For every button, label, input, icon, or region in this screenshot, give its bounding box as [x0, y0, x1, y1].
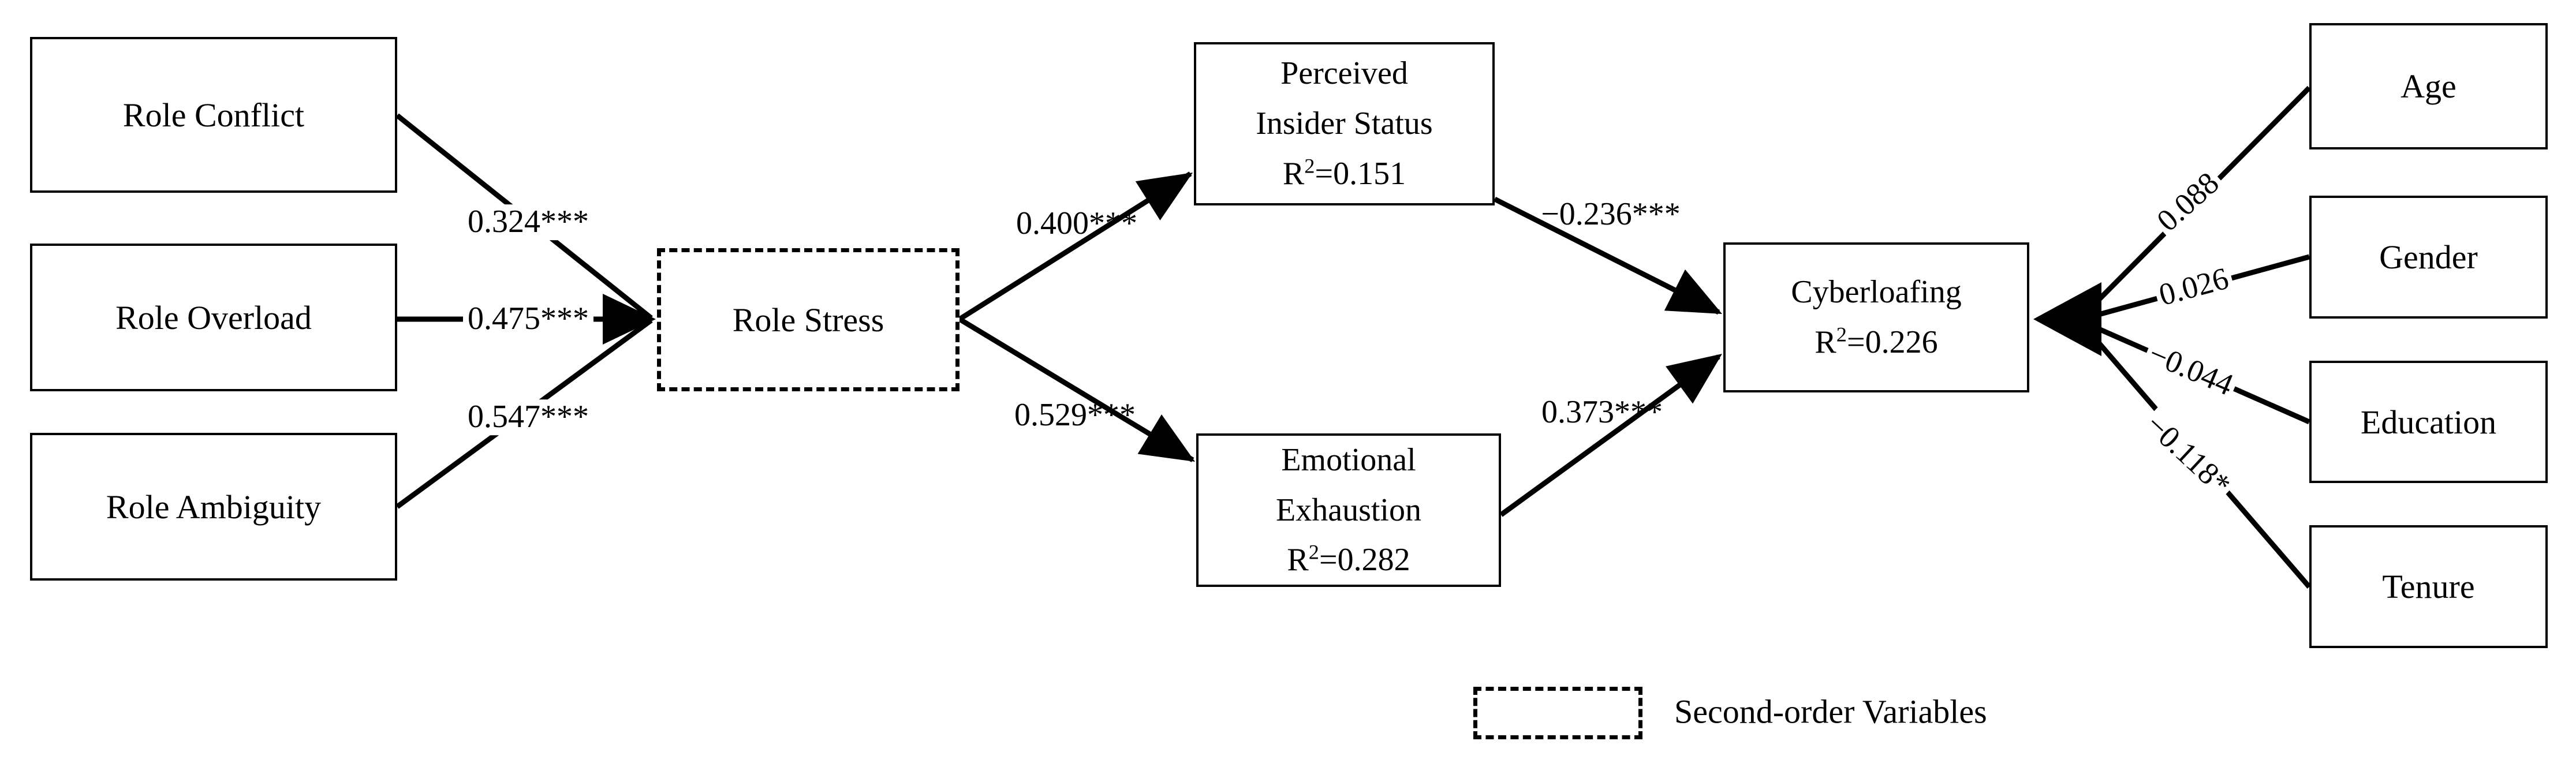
coef-role-overload-to-role-stress: 0.475*** — [463, 301, 593, 337]
arrowhead-into-perceived-insider-status — [1135, 173, 1193, 220]
box-role-ambiguity-label: Role Ambiguity — [106, 488, 322, 526]
box-gender-label: Gender — [2379, 238, 2478, 276]
legend-dashed-box-swatch — [1473, 687, 1642, 739]
box-role-stress: Role Stress — [657, 248, 960, 391]
box-role-overload-label: Role Overload — [115, 298, 312, 336]
box-tenure: Tenure — [2309, 525, 2548, 648]
box-education: Education — [2309, 361, 2548, 483]
arrowhead-into-cyberloafing-upper — [1664, 269, 1722, 314]
box-emotional-exhaustion-line1: Emotional — [1281, 442, 1416, 478]
arrowhead-into-emotional-exhaustion — [1137, 414, 1195, 462]
box-role-ambiguity: Role Ambiguity — [30, 433, 397, 581]
coef-role-stress-to-perceived-insider-status: 0.400*** — [1016, 205, 1137, 242]
box-emotional-exhaustion-r2: R2=0.282 — [1287, 540, 1410, 578]
box-age-label: Age — [2400, 68, 2456, 105]
box-tenure-label: Tenure — [2382, 568, 2475, 605]
box-emotional-exhaustion-line2: Exhaustion — [1276, 492, 1421, 528]
box-age: Age — [2309, 23, 2548, 149]
box-cyberloafing: Cyberloafing R2=0.226 — [1723, 242, 2029, 392]
arrowhead-into-role-stress — [603, 294, 656, 345]
box-perceived-insider-status-line1: Perceived — [1280, 55, 1408, 92]
box-role-overload: Role Overload — [30, 244, 397, 391]
legend-label: Second-order Variables — [1674, 693, 1987, 731]
coef-role-stress-to-emotional-exhaustion: 0.529*** — [1014, 397, 1136, 433]
box-perceived-insider-status-line2: Insider Status — [1256, 106, 1433, 142]
box-cyberloafing-line1: Cyberloafing — [1791, 274, 1962, 310]
arrowhead-into-cyberloafing-lower — [1666, 354, 1722, 404]
coef-role-ambiguity-to-role-stress: 0.547*** — [463, 399, 593, 435]
box-perceived-insider-status: Perceived Insider Status R2=0.151 — [1194, 42, 1495, 205]
coef-perceived-insider-status-to-cyberloafing: −0.236*** — [1541, 196, 1681, 233]
box-role-conflict-label: Role Conflict — [122, 96, 305, 134]
box-gender: Gender — [2309, 196, 2548, 319]
arrowhead-into-cyberloafing-right — [2033, 282, 2101, 356]
box-perceived-insider-status-r2: R2=0.151 — [1282, 154, 1406, 192]
box-education-label: Education — [2360, 403, 2497, 441]
box-cyberloafing-r2: R2=0.226 — [1815, 323, 1938, 360]
box-emotional-exhaustion: Emotional Exhaustion R2=0.282 — [1196, 433, 1501, 587]
coef-emotional-exhaustion-to-cyberloafing: 0.373*** — [1541, 394, 1663, 431]
box-role-stress-label: Role Stress — [732, 301, 884, 339]
coef-role-conflict-to-role-stress: 0.324*** — [463, 204, 593, 240]
box-role-conflict: Role Conflict — [30, 37, 397, 193]
